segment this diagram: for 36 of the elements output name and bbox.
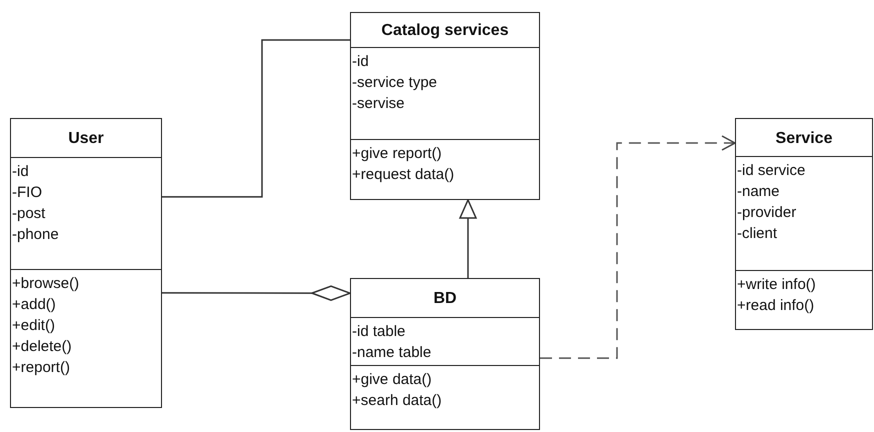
association-line: [162, 39, 350, 198]
class-name: User: [68, 130, 104, 147]
method-text: +give report(): [352, 144, 442, 164]
attribute-text: -name table: [352, 343, 432, 363]
class-name: Service: [776, 130, 832, 147]
attribute-text: -name: [737, 182, 780, 202]
method-text: +edit(): [12, 316, 55, 336]
attribute-text: -provider: [737, 203, 796, 223]
generalization-arrow: [459, 199, 477, 278]
method-text: +delete(): [12, 337, 72, 357]
class-box: [350, 12, 540, 200]
method-text: +give data(): [352, 370, 432, 390]
class-name: Catalog services: [381, 22, 509, 39]
attribute-text: -id service: [737, 161, 806, 181]
attribute-text: -id table: [352, 322, 406, 342]
attribute-text: -client: [737, 224, 778, 244]
attribute-text: -phone: [12, 225, 59, 245]
method-text: +write info(): [737, 275, 816, 295]
class-box: [350, 278, 540, 430]
class-box: [10, 118, 162, 408]
class-box: [735, 118, 873, 330]
aggregation-line: [162, 285, 351, 301]
class-name: BD: [433, 290, 457, 307]
dependency-arrow: [540, 135, 736, 359]
attribute-text: -FIO: [12, 183, 42, 203]
attribute-text: -id: [352, 52, 369, 72]
attribute-text: -post: [12, 204, 46, 224]
attribute-text: -service type: [352, 73, 438, 93]
attribute-text: -id: [12, 162, 29, 182]
method-text: +browse(): [12, 274, 80, 294]
method-text: +request data(): [352, 165, 454, 185]
attribute-text: -servise: [352, 94, 405, 114]
method-text: +add(): [12, 295, 56, 315]
method-text: +searh data(): [352, 391, 442, 411]
method-text: +report(): [12, 358, 70, 378]
method-text: +read info(): [737, 296, 814, 316]
